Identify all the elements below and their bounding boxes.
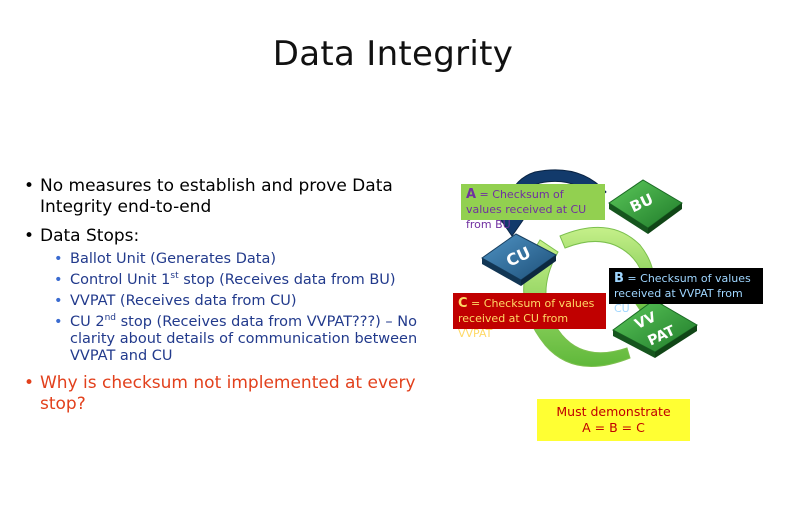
sub-bullet-cu-second: CU 2nd stop (Receives data from VVPAT???…	[54, 314, 424, 365]
checksum-label-a: A = Checksum of values received at CU fr…	[461, 184, 605, 231]
node-cu	[481, 233, 557, 286]
must-demonstrate-line2: A = B = C	[582, 420, 645, 435]
bullet-no-measures: No measures to establish and prove Data …	[24, 176, 424, 218]
node-vvpat	[612, 299, 698, 358]
bullet-data-stops: Data Stops: Ballot Unit (Generates Data)…	[24, 226, 424, 365]
sub-bullet-vvpat: VVPAT (Receives data from CU)	[54, 293, 424, 310]
slide-title: Data Integrity	[272, 34, 514, 74]
bullet-list: No measures to establish and prove Data …	[24, 176, 424, 423]
checksum-label-b: B = Checksum of values received at VVPAT…	[609, 268, 763, 315]
sub-bullet-control-unit-first: Control Unit 1st stop (Receives data fro…	[54, 272, 424, 290]
bullet-why-checksum: Why is checksum not implemented at every…	[24, 373, 424, 415]
must-demonstrate-note: Must demonstrate A = B = C	[537, 399, 690, 441]
node-bu	[608, 179, 683, 234]
sub-bullet-ballot-unit: Ballot Unit (Generates Data)	[54, 251, 424, 268]
bullet-data-stops-label: Data Stops:	[40, 226, 140, 246]
checksum-label-c: C = Checksum of values received at CU fr…	[453, 293, 606, 340]
data-stops-sublist: Ballot Unit (Generates Data) Control Uni…	[54, 251, 424, 365]
must-demonstrate-line1: Must demonstrate	[556, 404, 671, 419]
